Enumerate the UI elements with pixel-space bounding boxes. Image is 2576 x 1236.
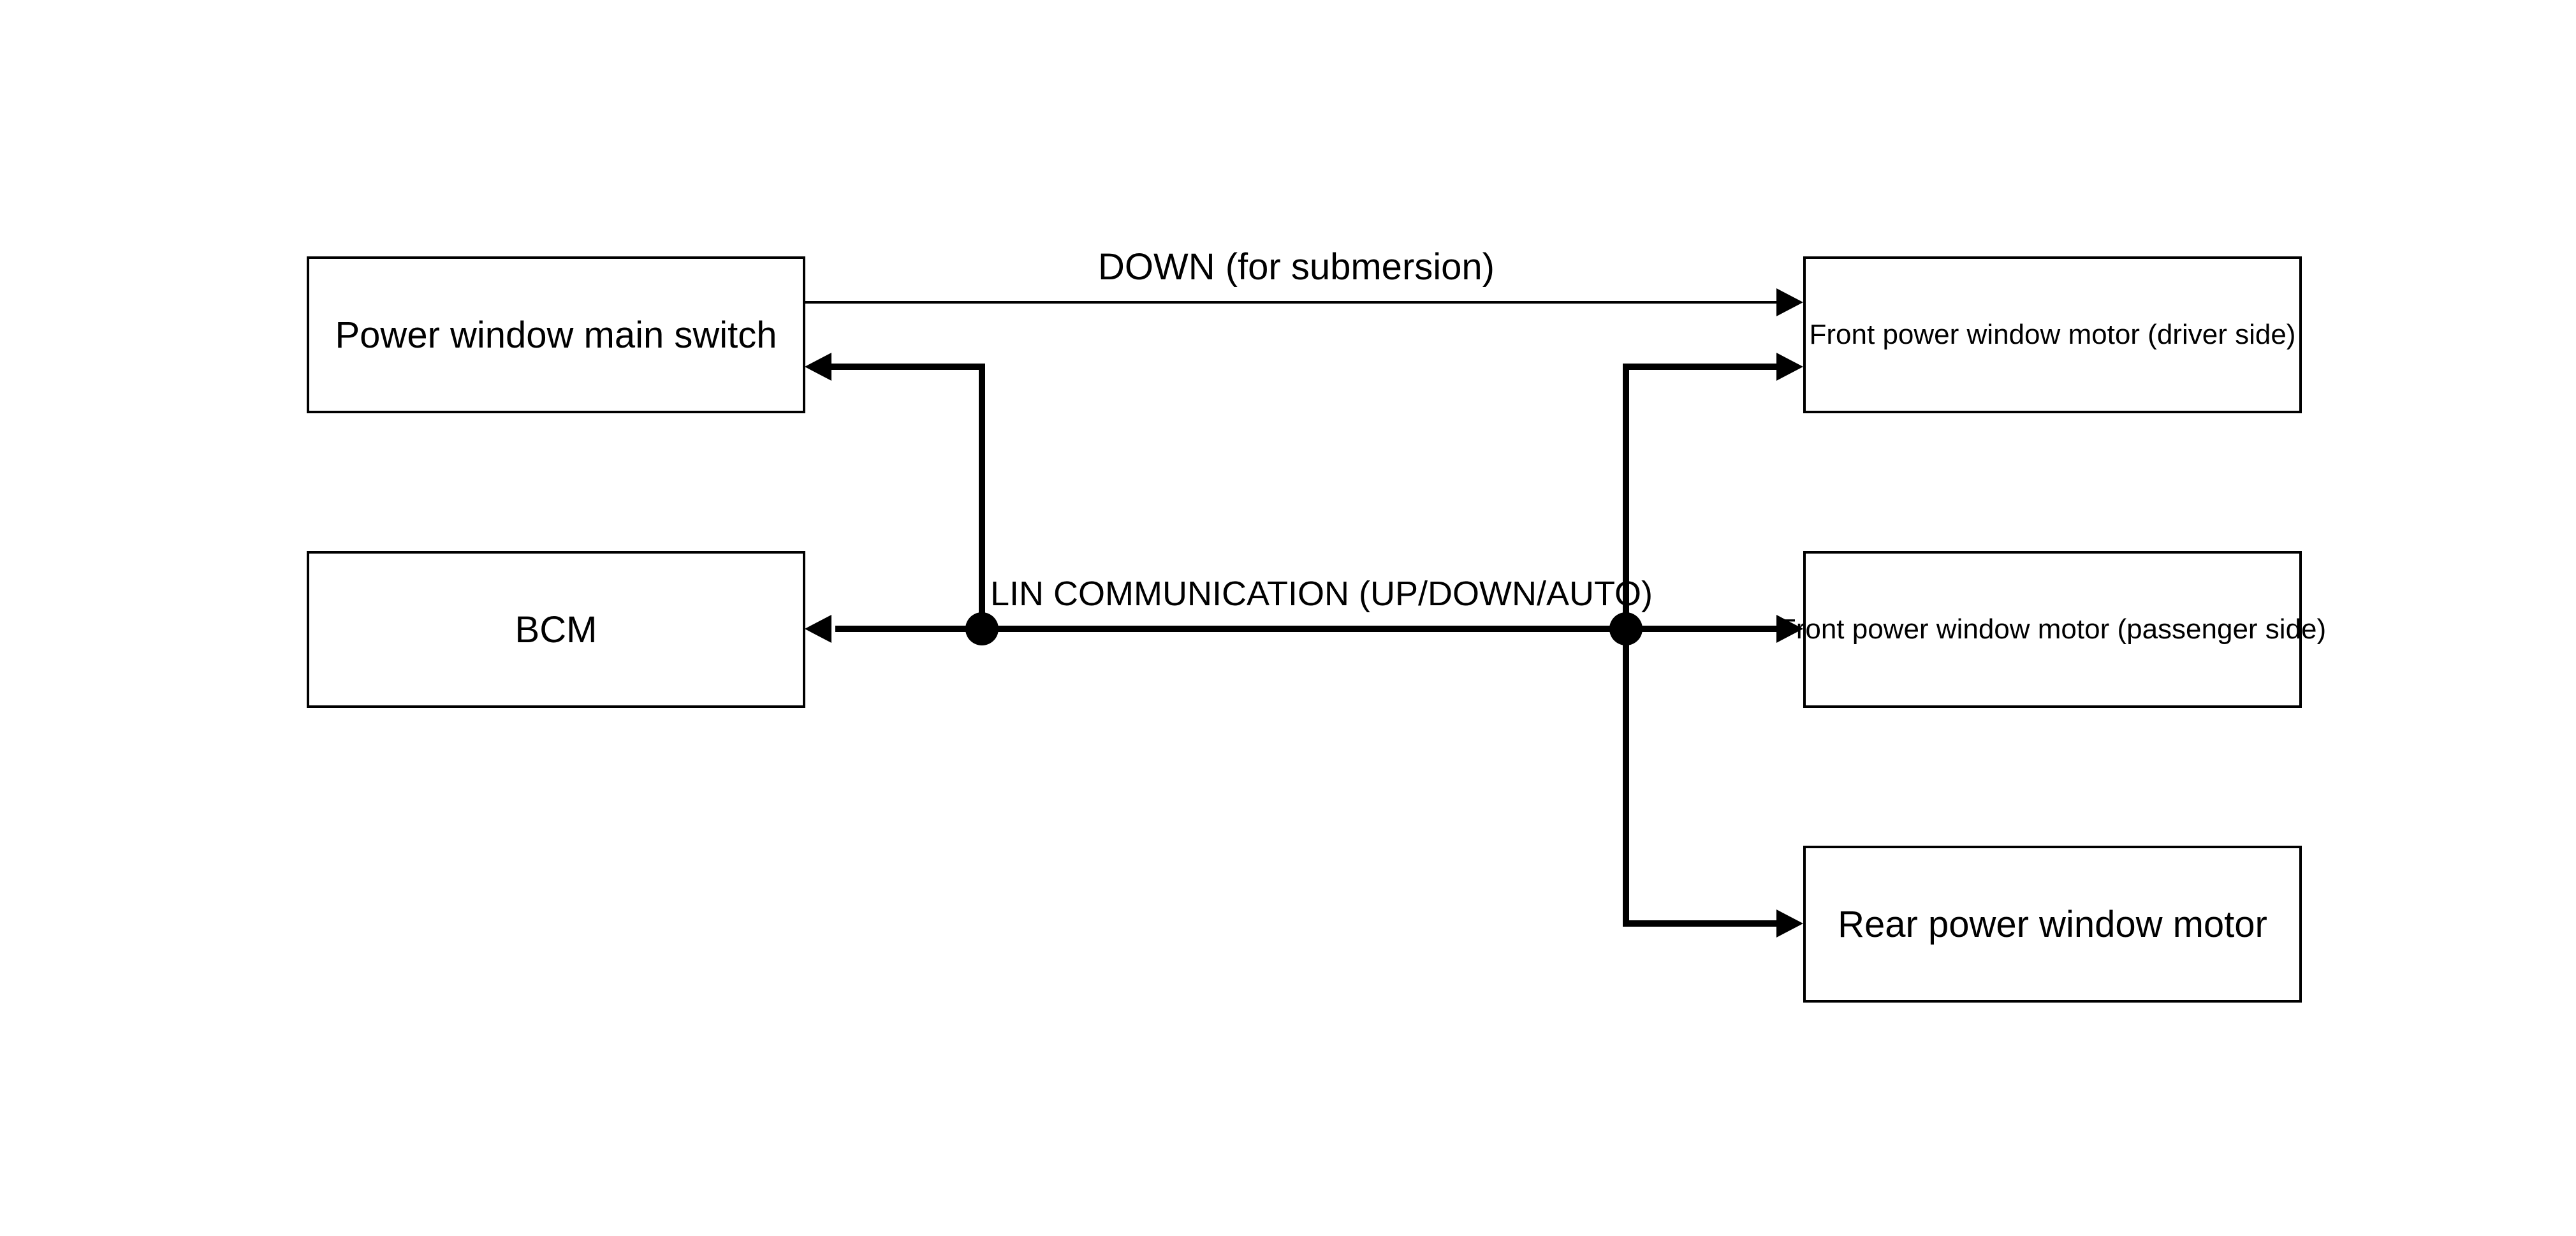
bcm-label: BCM xyxy=(515,608,597,651)
down-signal-arrow xyxy=(805,288,1803,316)
main-switch-box: Power window main switch xyxy=(307,256,805,413)
bcm-box: BCM xyxy=(307,551,805,708)
down-signal-label: DOWN (for submersion) xyxy=(1098,246,1495,288)
front-passenger-motor-label: Front power window motor (passenger side… xyxy=(1778,614,2327,645)
rear-motor-label: Rear power window motor xyxy=(1838,903,2267,945)
rear-motor-box: Rear power window motor xyxy=(1803,846,2302,1003)
lin-junction-right xyxy=(1609,612,1643,645)
main-switch-label: Power window main switch xyxy=(335,314,777,356)
lin-communication-label: LIN COMMUNICATION (UP/DOWN/AUTO) xyxy=(990,575,1653,613)
front-passenger-motor-box: Front power window motor (passenger side… xyxy=(1779,551,2326,708)
front-driver-motor-label: Front power window motor (driver side) xyxy=(1809,319,2296,350)
lin-branch-to-main-switch xyxy=(805,353,985,629)
lin-branch-to-passenger-motor xyxy=(1626,615,1803,643)
front-driver-motor-box: Front power window motor (driver side) xyxy=(1803,256,2302,413)
lin-branch-to-rear-motor xyxy=(1623,629,1803,938)
lin-branch-to-bcm xyxy=(805,615,831,643)
lin-branch-to-driver-motor xyxy=(1623,353,1803,629)
lin-junction-left xyxy=(965,612,999,645)
